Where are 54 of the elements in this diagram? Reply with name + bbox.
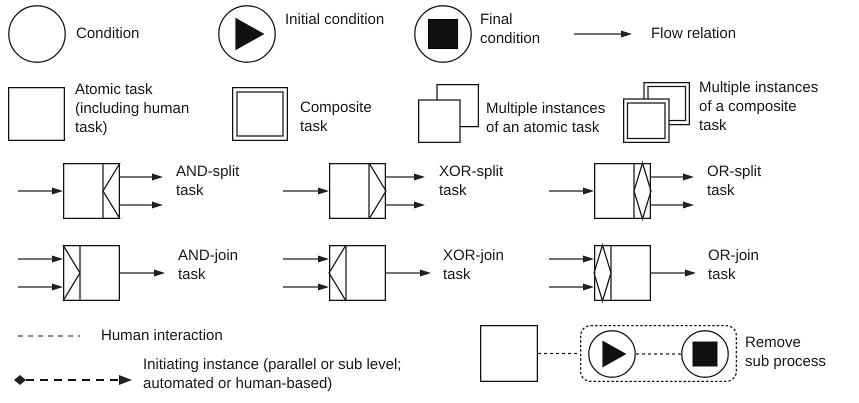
final-condition-circle [414, 5, 472, 63]
final-condition-circle [681, 330, 729, 378]
symbol-caption: Condition [76, 24, 140, 43]
or-join-task-box [594, 245, 651, 301]
arrow [18, 256, 63, 262]
task-box [8, 87, 65, 141]
arrow [651, 174, 694, 180]
arrow [549, 256, 594, 262]
connector-line [636, 353, 681, 355]
condition-circle [8, 5, 66, 63]
initial-condition-circle [588, 330, 636, 378]
symbol-caption: Atomic task (including human task) [75, 80, 190, 137]
symbol-caption: Composite task [300, 98, 373, 136]
arrow [283, 284, 329, 290]
task-caption: OR-join task [708, 246, 760, 284]
symbol-caption: Initial condition [285, 10, 386, 29]
arrow [651, 270, 696, 276]
arrow [386, 174, 425, 180]
xor-split-task-box [329, 163, 386, 219]
arrow [18, 188, 63, 194]
arrow [549, 188, 594, 194]
task-caption: XOR-join task [443, 246, 505, 284]
arrow [651, 202, 694, 208]
legend-label: Flow relation [651, 24, 738, 43]
arrow [386, 270, 431, 276]
task-caption: XOR-split task [439, 162, 504, 200]
task-caption: OR-split task [707, 162, 762, 200]
legend-label: Human interaction [101, 326, 224, 345]
symbol-caption: Remove sub process [745, 333, 827, 371]
connector-line [538, 352, 580, 354]
task-caption: AND-split task [176, 162, 240, 200]
arrow [120, 202, 163, 208]
arrow [283, 188, 329, 194]
multiple-instance-composite-task-drawing [623, 82, 690, 143]
task-box [480, 325, 538, 382]
and-split-task-box [63, 163, 120, 219]
legend-label: Initiating instance (parallel or sub level; automated or human-based) [143, 355, 402, 393]
arrow [283, 256, 329, 262]
arrow [120, 174, 163, 180]
xor-join-task-box [329, 245, 386, 301]
or-split-task-box [594, 163, 651, 219]
symbol-caption: Final condition [480, 10, 542, 48]
multiple-instance-task-drawing [418, 84, 479, 143]
initial-condition-circle [218, 5, 276, 63]
arrow [549, 284, 594, 290]
dashed-region [580, 325, 737, 382]
and-join-task-box [63, 245, 120, 301]
arrow [120, 270, 165, 276]
arrow [386, 202, 425, 208]
arrow [18, 284, 63, 290]
symbol-caption: Multiple instances of an atomic task [486, 99, 606, 137]
symbol-caption: Multiple instances of a composite task [699, 78, 820, 135]
composite-task-box [232, 87, 288, 141]
task-caption: AND-join task [178, 246, 240, 284]
